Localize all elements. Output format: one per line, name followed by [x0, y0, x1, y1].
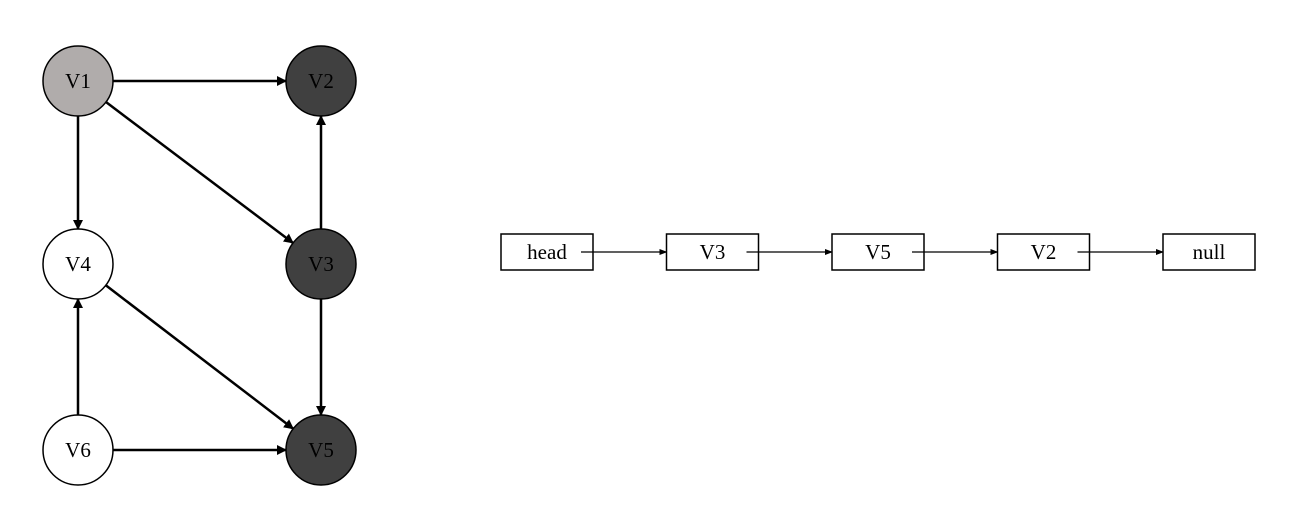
list-node-v5: V5 — [831, 233, 925, 271]
list-box — [831, 233, 925, 271]
graph-node-v4: V4 — [42, 228, 114, 300]
list-node-null: null — [1162, 233, 1256, 271]
node-label: V6 — [65, 438, 91, 462]
node-label: V3 — [308, 252, 334, 276]
node-label: V5 — [308, 438, 334, 462]
list-label: head — [527, 240, 567, 264]
graph-node-v3: V3 — [285, 228, 357, 300]
list-label: null — [1193, 240, 1226, 264]
node-label: V4 — [65, 252, 91, 276]
graph-node-v6: V6 — [42, 414, 114, 486]
list-label: V3 — [700, 240, 726, 264]
graph-node-v5: V5 — [285, 414, 357, 486]
node-circle — [285, 414, 357, 486]
list-node-v3: V3 — [665, 233, 760, 271]
node-label: V1 — [65, 69, 91, 93]
list-label: V5 — [865, 240, 891, 264]
linked-list: head V3 V5 V2 null — [500, 233, 1256, 271]
edge-v4-v5 — [105, 284, 295, 430]
graph-node-v2: V2 — [285, 45, 357, 117]
node-circle — [285, 45, 357, 117]
list-box — [996, 233, 1091, 271]
node-label: V2 — [308, 69, 334, 93]
node-circle — [285, 228, 357, 300]
list-box — [665, 233, 760, 271]
node-circle — [42, 45, 114, 117]
graph-node-v1: V1 — [42, 45, 114, 117]
list-box — [1162, 233, 1256, 271]
edge-v1-v3 — [105, 101, 294, 244]
node-circle — [42, 228, 114, 300]
graph-edges — [73, 76, 326, 455]
list-node-v2: V2 — [996, 233, 1091, 271]
list-label: V2 — [1031, 240, 1057, 264]
node-circle — [42, 414, 114, 486]
list-node-head: head — [500, 233, 594, 271]
list-box — [500, 233, 594, 271]
